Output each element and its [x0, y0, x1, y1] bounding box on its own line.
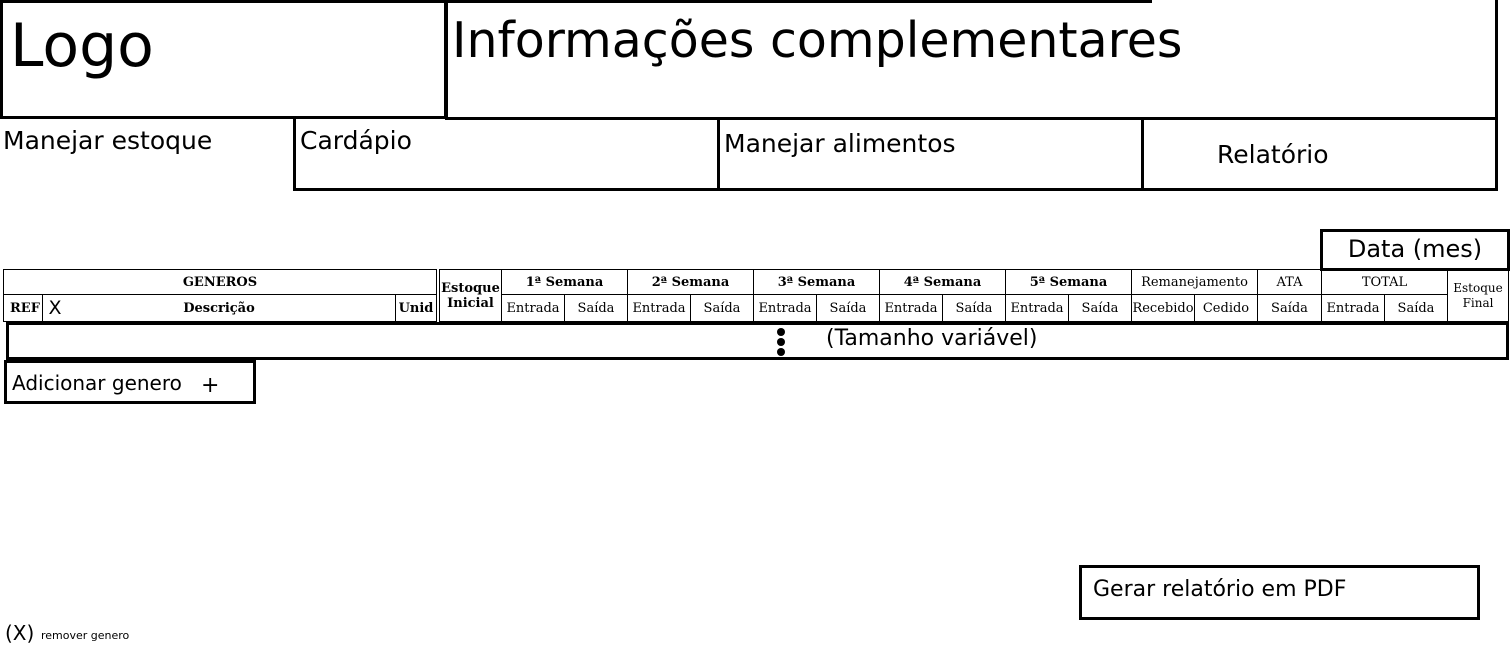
col-ata-saida: Saída	[1257, 294, 1322, 322]
col-week-1-entrada: Entrada	[501, 294, 565, 322]
generate-pdf-label: Gerar relatório em PDF	[1093, 577, 1347, 602]
col-week-3-saida: Saída	[816, 294, 880, 322]
col-total-saida: Saída	[1384, 294, 1448, 322]
col-week-5: 5ª Semana	[1005, 269, 1132, 295]
info-panel	[445, 0, 1498, 120]
col-total: TOTAL	[1321, 269, 1448, 295]
col-unid: Unid	[395, 294, 437, 322]
col-week-2-saida: Saída	[690, 294, 754, 322]
logo: Logo	[10, 11, 154, 81]
date-month-button[interactable]: Data (mes)	[1320, 229, 1510, 271]
col-week-4-entrada: Entrada	[879, 294, 943, 322]
col-week-3-entrada: Entrada	[753, 294, 817, 322]
col-week-2-entrada: Entrada	[627, 294, 691, 322]
col-week-1: 1ª Semana	[501, 269, 628, 295]
col-remanejamento: Remanejamento	[1131, 269, 1258, 295]
generate-pdf-button[interactable]	[1079, 565, 1480, 620]
col-week-1-saida: Saída	[564, 294, 628, 322]
info-panel-top-border	[445, 0, 1152, 3]
nav-tab-cardapio[interactable]	[293, 119, 720, 191]
col-descricao: Descrição	[42, 294, 396, 322]
col-week-4: 4ª Semana	[879, 269, 1006, 295]
col-remanejamento-recebido: Recebido	[1131, 294, 1195, 322]
info-title: Informações complementares	[452, 12, 1183, 69]
nav-tab-relatorio-label: Relatório	[1217, 140, 1329, 169]
nav-tab-relatorio[interactable]	[1141, 119, 1498, 191]
nav-tab-manejar-estoque[interactable]: Manejar estoque	[3, 126, 213, 155]
col-total-entrada: Entrada	[1321, 294, 1385, 322]
col-week-5-entrada: Entrada	[1005, 294, 1069, 322]
variable-size-row	[6, 322, 1509, 360]
variable-size-note: (Tamanho variável)	[826, 326, 1038, 351]
col-week-3: 3ª Semana	[753, 269, 880, 295]
nav-tab-manejar-alimentos-label: Manejar alimentos	[724, 129, 956, 158]
remove-genre-column-icon: X	[48, 296, 62, 319]
nav-tab-cardapio-label: Cardápio	[300, 126, 412, 155]
col-remanejamento-cedido: Cedido	[1194, 294, 1258, 322]
plus-icon: +	[201, 373, 220, 398]
add-genre-label: Adicionar genero	[12, 371, 182, 395]
add-genre-button[interactable]	[4, 360, 256, 404]
col-week-4-saida: Saída	[942, 294, 1006, 322]
col-generos: GENEROS	[3, 269, 437, 295]
stock-table-header: GENEROS REF X Descrição Unid Estoque Ini…	[3, 269, 1509, 323]
vertical-ellipsis-icon	[776, 328, 786, 358]
col-estoque-final: Estoque Final	[1447, 269, 1509, 322]
col-estoque-inicial: Estoque Inicial	[439, 269, 502, 322]
col-week-2: 2ª Semana	[627, 269, 754, 295]
col-ata: ATA	[1257, 269, 1322, 295]
legend-remove-text: remover genero	[41, 629, 130, 642]
legend-remove-symbol: (X)	[5, 621, 35, 645]
col-ref: REF	[3, 294, 43, 322]
col-week-5-saida: Saída	[1068, 294, 1132, 322]
nav-tab-manejar-alimentos[interactable]	[717, 119, 1144, 191]
